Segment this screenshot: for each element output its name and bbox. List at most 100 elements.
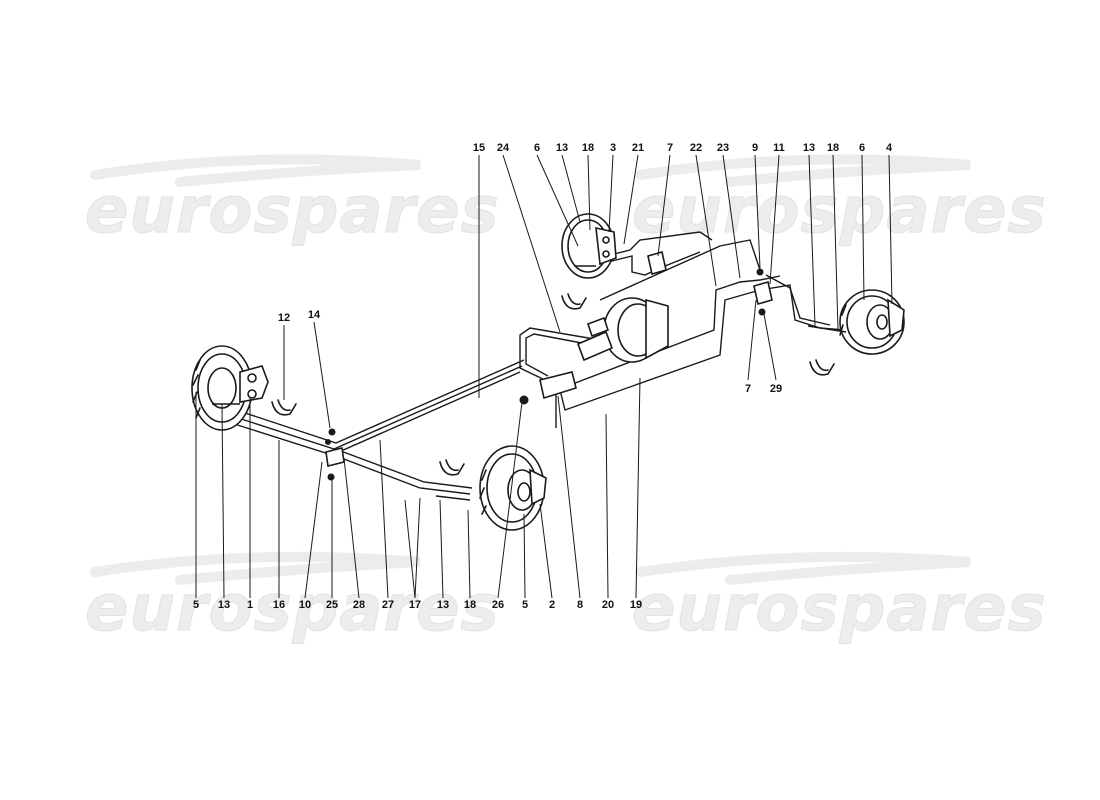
pipe-line-17b — [337, 449, 473, 489]
callout-6: 6 — [859, 142, 865, 154]
fitting-14 — [328, 428, 336, 436]
callout-14: 14 — [308, 309, 321, 321]
pipe-line-15 — [231, 365, 523, 450]
callout-6: 6 — [534, 142, 540, 154]
leader-lines — [195, 154, 893, 599]
pressure-distributor — [539, 371, 577, 400]
caliper-bolt — [602, 250, 610, 258]
pipe-line-23 — [599, 239, 761, 301]
leader-19 — [635, 377, 641, 599]
leader-17 — [404, 497, 421, 599]
rear-right-caliper — [887, 298, 905, 338]
caliper-bolt — [247, 389, 257, 399]
callout-18: 18 — [464, 599, 476, 611]
callout-27: 27 — [382, 599, 394, 611]
leader-26 — [497, 401, 523, 599]
pipe-line-15b — [235, 359, 525, 444]
callout-2: 2 — [549, 599, 555, 611]
fitting-25 — [327, 473, 335, 481]
disc-vents — [839, 304, 847, 336]
leader-18c — [467, 509, 471, 599]
callout-29: 29 — [770, 383, 782, 395]
front-left-caliper — [239, 365, 269, 403]
callouts-top: 15 24 6 13 18 3 21 7 22 23 9 11 13 18 6 … — [473, 142, 893, 154]
flexible-hoses — [212, 265, 847, 501]
pipe-loop — [519, 327, 601, 381]
watermark-bottom-right: eurospares — [632, 572, 1047, 646]
leader-20 — [605, 413, 609, 599]
watermark-swoosh — [90, 154, 421, 187]
pipe-line-21 — [589, 231, 713, 261]
pipe-line-17 — [335, 455, 471, 495]
fitting-29 — [758, 308, 766, 316]
leader-10 — [304, 461, 323, 599]
callout-13: 13 — [218, 599, 230, 611]
leader-22 — [695, 154, 717, 287]
junction-block — [325, 428, 345, 481]
caliper-bolt — [247, 373, 257, 383]
servo-housing — [645, 298, 669, 360]
leader-6b — [861, 154, 865, 301]
fitting-28 — [325, 439, 331, 445]
leader-5b — [523, 513, 526, 599]
fitting-9 — [756, 268, 764, 276]
disc-vents — [192, 359, 201, 419]
callout-1: 1 — [247, 599, 253, 611]
leader-8 — [557, 395, 581, 599]
callout-13: 13 — [803, 142, 815, 154]
callout-20: 20 — [602, 599, 614, 611]
master-cylinder — [576, 330, 614, 362]
watermark-swoosh — [635, 154, 971, 187]
callout-13: 13 — [556, 142, 568, 154]
callout-10: 10 — [299, 599, 311, 611]
callout-19: 19 — [630, 599, 642, 611]
pipe-loop-b — [525, 333, 599, 377]
leader-7b — [747, 299, 757, 381]
pipe-clip — [561, 293, 587, 310]
callout-25: 25 — [326, 599, 338, 611]
callout-23: 23 — [717, 142, 729, 154]
pipe-line-22 — [569, 275, 781, 386]
watermark-top-left: eurospares — [85, 174, 500, 248]
leader-18a — [587, 154, 591, 231]
callout-11: 11 — [773, 142, 785, 154]
disc-vents — [479, 469, 487, 515]
pipe-clip — [439, 459, 465, 476]
callout-28: 28 — [353, 599, 365, 611]
brake-pipes — [227, 231, 846, 495]
callouts-bottom: 5 13 1 16 10 25 28 27 17 13 18 26 5 2 8 … — [193, 599, 642, 611]
callout-15: 15 — [473, 142, 485, 154]
front-right-hub-center — [517, 482, 531, 502]
regulator-valve-upper — [647, 250, 667, 276]
leader-23 — [722, 154, 741, 279]
hose-front-right — [435, 495, 471, 501]
callout-7: 7 — [667, 142, 673, 154]
leader-3 — [608, 154, 614, 233]
callout-18: 18 — [582, 142, 594, 154]
leader-2 — [539, 503, 553, 599]
regulator-valves — [647, 250, 773, 316]
rear-left-caliper — [595, 226, 617, 266]
leader-13c — [221, 403, 225, 599]
pipe-clips — [271, 293, 835, 476]
leader-13a — [561, 154, 581, 223]
distributor-block — [519, 371, 577, 405]
caliper-bolt — [602, 236, 610, 244]
pipe-line-16 — [227, 371, 521, 456]
callout-13: 13 — [437, 599, 449, 611]
three-way-union — [325, 447, 345, 467]
callouts-middle: 12 14 7 29 — [278, 309, 782, 395]
rear-right-brake — [839, 289, 905, 355]
leader-29 — [763, 313, 777, 381]
callout-21: 21 — [632, 142, 644, 154]
leader-18b — [832, 154, 839, 331]
leader-9 — [754, 154, 761, 269]
callout-5: 5 — [522, 599, 528, 611]
callout-4: 4 — [886, 142, 893, 154]
rear-left-brake — [561, 213, 617, 279]
callout-24: 24 — [497, 142, 510, 154]
leader-27 — [379, 439, 389, 599]
leader-13b — [808, 154, 816, 327]
leader-11 — [769, 154, 780, 285]
